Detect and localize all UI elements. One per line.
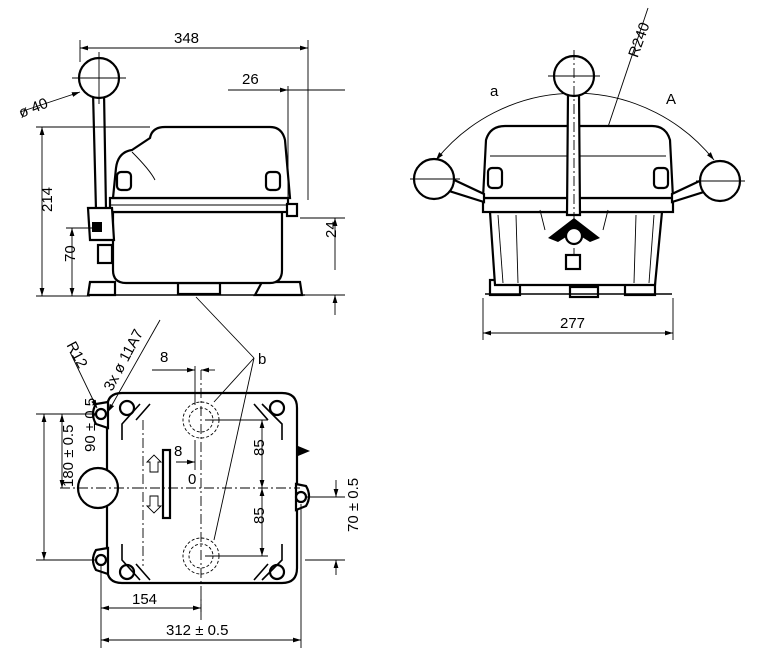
dim-214: 214 [39, 187, 56, 212]
dim-8-top: 8 [160, 349, 168, 366]
dim-70-tol: 70 ± 0.5 [345, 478, 362, 532]
label-a: a [490, 83, 499, 100]
dim-277: 277 [560, 315, 585, 332]
front-view: a A R240 [410, 7, 745, 340]
dim-85-bot: 85 [251, 507, 268, 524]
dim-R12: R12 [63, 339, 91, 371]
dim-154: 154 [132, 591, 157, 608]
dim-70: 70 [62, 245, 79, 262]
dim-24: 24 [323, 221, 340, 238]
dim-180: 180 ± 0.5 [60, 425, 77, 487]
label-b: b [258, 351, 266, 368]
side-view: 348 26 ø 40 214 70 24 [16, 30, 345, 315]
dim-26: 26 [242, 71, 259, 88]
dim-90: 90 ± 0.5 [82, 398, 99, 452]
dim-348: 348 [174, 30, 199, 47]
dim-R240: R240 [625, 20, 653, 60]
label-A: A [666, 91, 676, 108]
dim-85-top: 85 [251, 439, 268, 456]
dim-dia40: ø 40 [16, 95, 50, 122]
dim-8-mid: 8 [174, 443, 182, 460]
bottom-view: b 8 8 0 85 85 R12 3x ø 11A7 180 ± 0.5 90… [36, 296, 362, 648]
label-zero: 0 [188, 471, 196, 488]
dim-312: 312 ± 0.5 [166, 622, 228, 639]
